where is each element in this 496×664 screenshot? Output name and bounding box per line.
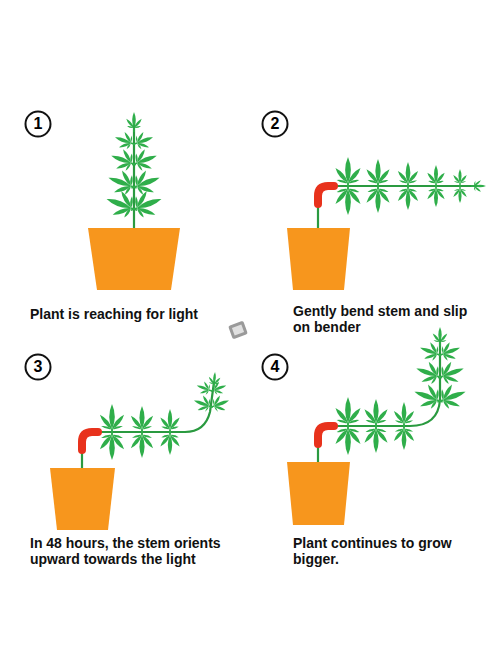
- cannabis-leaf: [452, 169, 467, 187]
- cannabis-leaf: [125, 112, 142, 132]
- cannabis-leaf: [207, 371, 221, 387]
- cannabis-leaf: [365, 183, 391, 213]
- cannabis-leaf: [98, 429, 125, 460]
- cannabis-leaf: [334, 183, 362, 216]
- plant-stem: [318, 338, 440, 462]
- cannabis-leaf: [130, 128, 156, 153]
- cannabis-leaf: [334, 397, 362, 430]
- step-number-circle: 2: [261, 110, 289, 138]
- stem-bender: [318, 426, 334, 444]
- cannabis-leaf: [397, 162, 420, 188]
- step-caption: Gently bend stem and slip on bender: [293, 303, 471, 335]
- cannabis-leaf: [129, 429, 154, 458]
- flower-pot: [287, 462, 350, 525]
- cannabis-leaf: [98, 404, 125, 435]
- plant-stem: [318, 186, 478, 228]
- step-number-circle: 3: [24, 353, 52, 381]
- cannabis-leaf: [452, 186, 467, 204]
- cannabis-leaf: [127, 165, 164, 200]
- cannabis-leaf: [435, 339, 463, 365]
- cannabis-leaf: [129, 406, 154, 435]
- cannabis-leaf: [334, 157, 362, 190]
- cannabis-leaf: [426, 165, 446, 188]
- flower-pot: [287, 228, 350, 290]
- cannabis-leaf: [471, 179, 486, 192]
- cannabis-leaf: [433, 379, 470, 414]
- flower-pot: [88, 228, 180, 290]
- cannabis-leaf: [397, 184, 420, 210]
- plant-stem: [133, 118, 135, 228]
- step-number-circle: 4: [261, 353, 289, 381]
- cannabis-leaf: [393, 402, 416, 428]
- cannabis-leaf: [363, 423, 389, 453]
- cannabis-leaf: [104, 165, 141, 200]
- step-number-circle: 1: [24, 110, 52, 138]
- watermark-icon: [228, 321, 248, 340]
- cannabis-leaf: [365, 159, 391, 189]
- step-number: 3: [24, 353, 52, 381]
- cannabis-leaf: [434, 357, 468, 389]
- cannabis-leaf: [207, 392, 232, 415]
- cannabis-leaf: [102, 186, 142, 224]
- cannabis-leaf: [112, 128, 138, 153]
- cannabis-leaf: [159, 409, 181, 434]
- cannabis-leaf: [393, 424, 416, 450]
- step-number: 1: [24, 110, 52, 138]
- stem-bender: [82, 432, 98, 450]
- flower-pot: [50, 468, 115, 530]
- stem-bender: [318, 186, 334, 204]
- step-caption: In 48 hours, the stem orients upward tow…: [30, 535, 248, 567]
- cannabis-leaf: [334, 423, 362, 456]
- plant-stem: [82, 382, 214, 468]
- cannabis-leaf: [432, 327, 448, 346]
- step-caption: Plant is reaching for light: [30, 306, 250, 322]
- step-caption: Plant continues to grow bigger.: [293, 535, 489, 567]
- cannabis-leaf: [107, 145, 139, 175]
- step-number: 2: [261, 110, 289, 138]
- cannabis-leaf: [417, 339, 445, 365]
- cannabis-leaf: [126, 186, 166, 224]
- cannabis-leaf: [191, 392, 216, 415]
- cannabis-leaf: [426, 185, 446, 208]
- cannabis-leaf: [410, 379, 447, 414]
- step-number: 4: [261, 353, 289, 381]
- cannabis-leaf: [159, 430, 181, 455]
- cannabis-leaf: [412, 357, 446, 389]
- cannabis-leaf: [363, 399, 389, 429]
- cannabis-leaf: [128, 145, 160, 175]
